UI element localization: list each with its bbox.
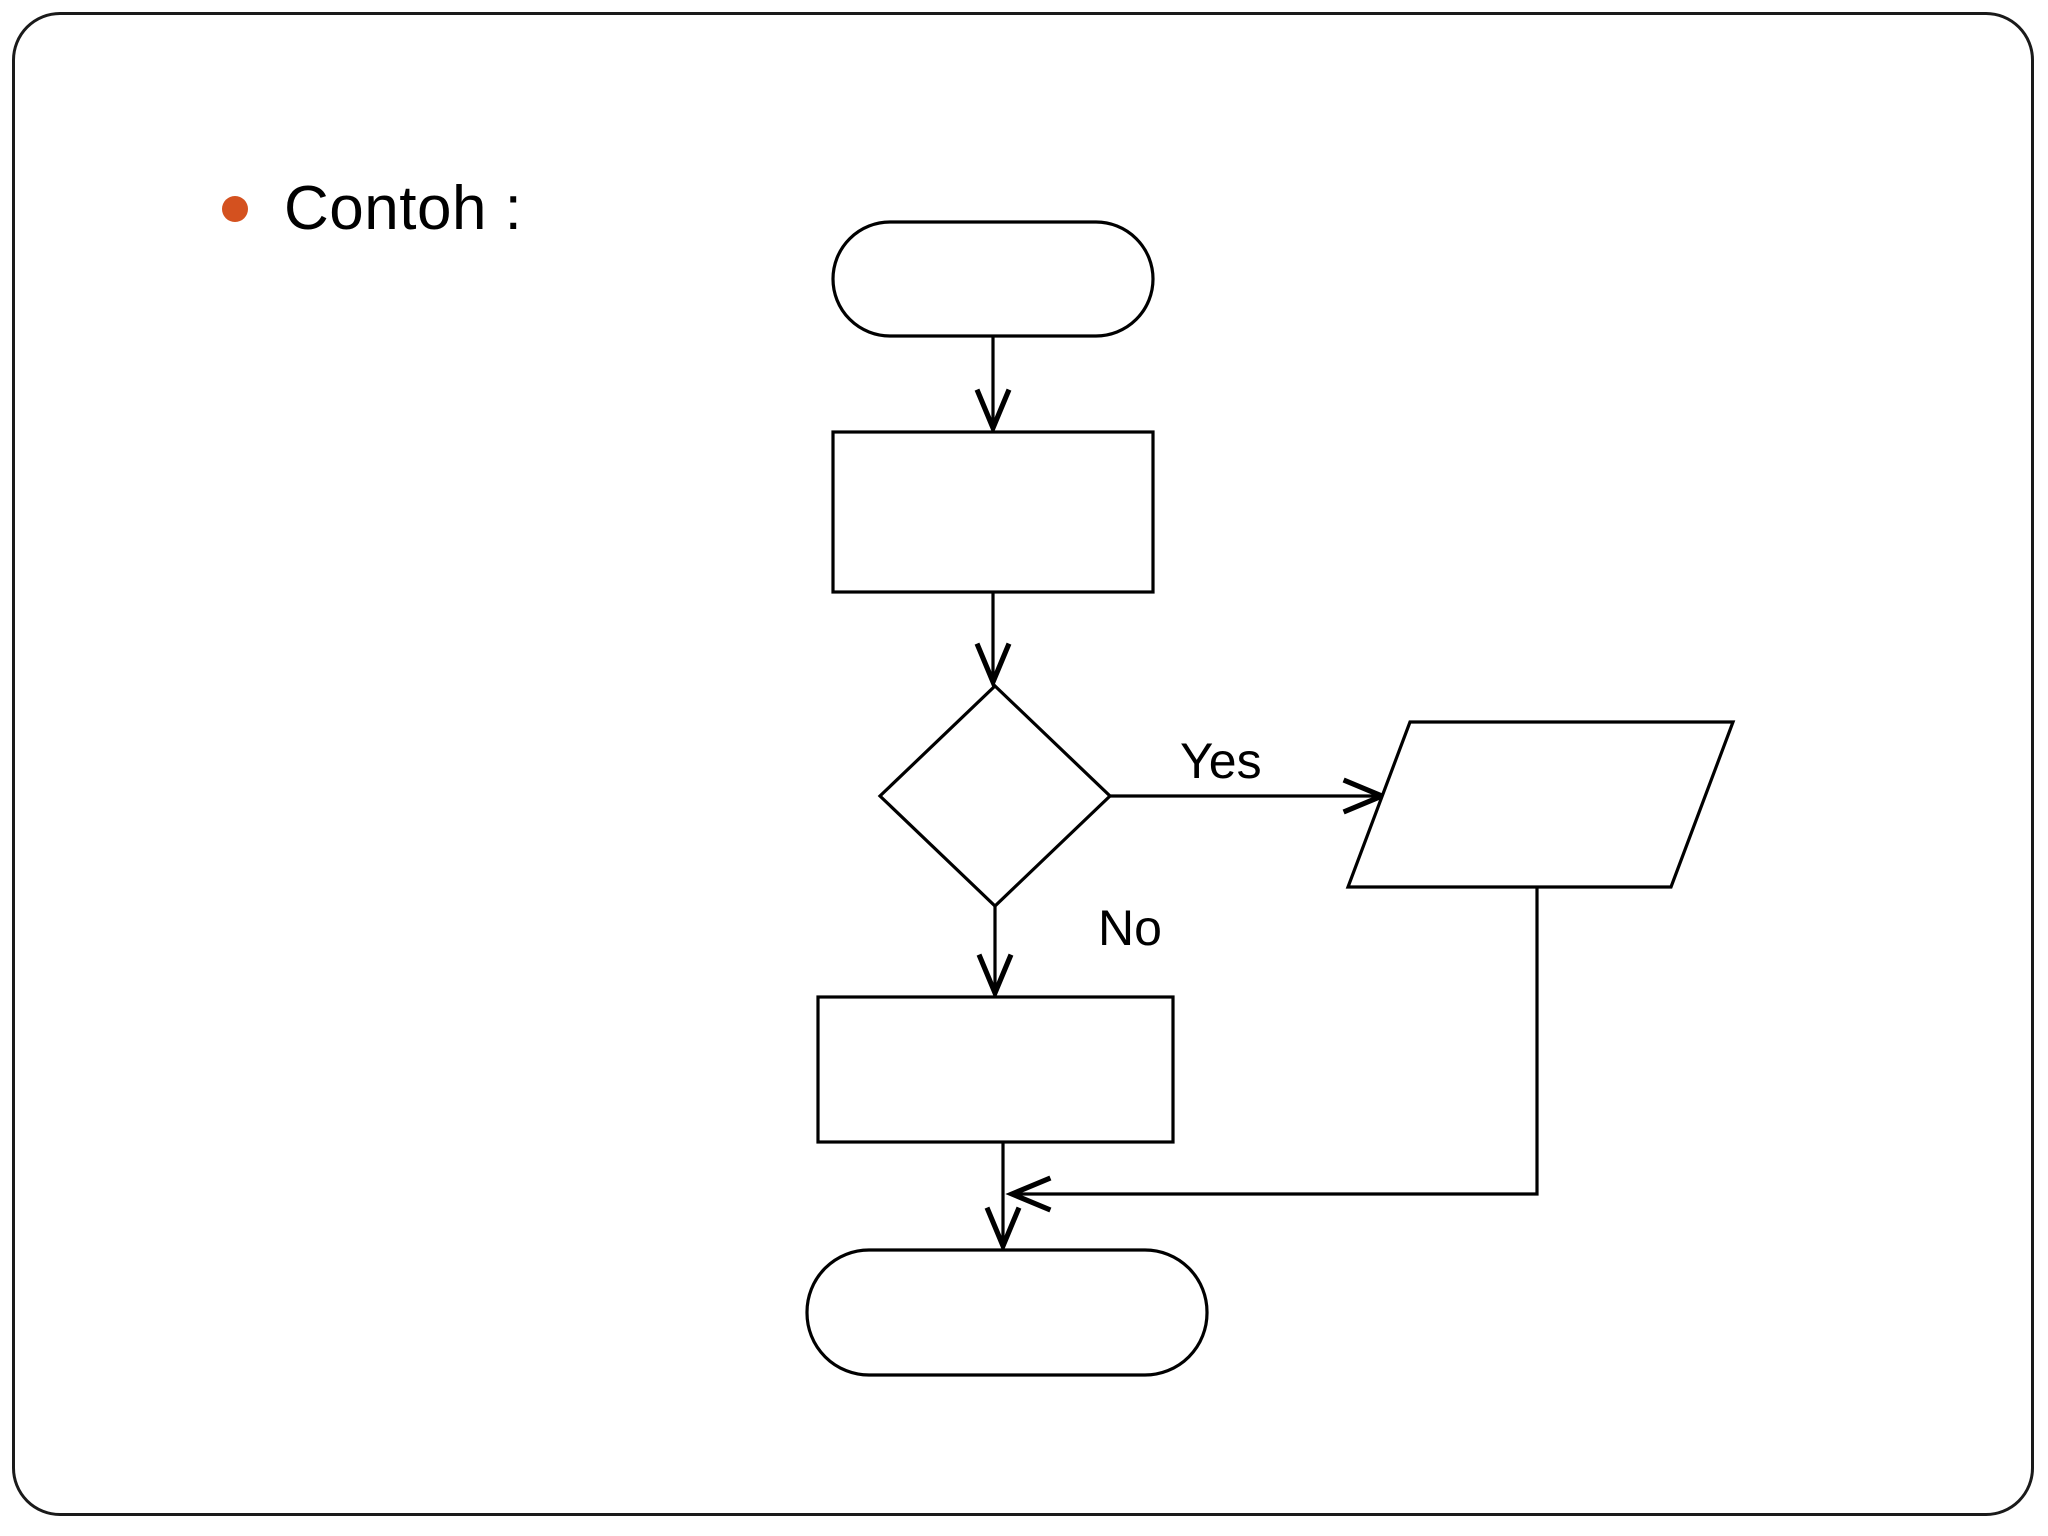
connector-io-return-to-main xyxy=(1005,887,1539,1213)
bullet-item-label: Contoh : xyxy=(284,174,523,243)
flowchart-node-input-output[interactable] xyxy=(1345,720,1736,889)
flowchart-node-start[interactable] xyxy=(831,220,1155,338)
edge-label-yes: Yes xyxy=(1180,733,1262,789)
flowchart-node-end[interactable] xyxy=(805,1248,1209,1377)
bullet-dot-icon xyxy=(222,196,248,222)
edge-label-no: No xyxy=(1098,900,1162,956)
flowchart-node-process-1[interactable] xyxy=(831,430,1155,594)
flowchart-node-decision[interactable] xyxy=(877,683,1113,909)
bullet-list-item: Contoh : xyxy=(222,178,522,240)
flowchart-node-process-2[interactable] xyxy=(816,995,1175,1144)
